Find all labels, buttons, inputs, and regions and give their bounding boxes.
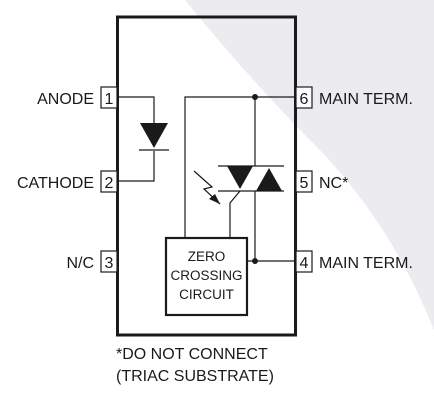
zero-crossing-line3: CIRCUIT xyxy=(179,287,234,302)
triac-right-icon xyxy=(256,168,282,191)
pin-number-1: 1 xyxy=(105,91,114,108)
pin-number-2: 2 xyxy=(105,175,114,192)
light-arrowhead xyxy=(209,194,220,204)
led-diode-icon xyxy=(140,123,168,148)
pin-number-4: 4 xyxy=(300,255,309,272)
footnote-line1: *DO NOT CONNECT xyxy=(116,346,268,363)
footnote-line2: (TRIAC SUBSTRATE) xyxy=(116,368,274,385)
background-watermark xyxy=(185,0,434,330)
triac-left-icon xyxy=(227,166,253,189)
junction-dot-top xyxy=(252,94,258,100)
pin-number-3: 3 xyxy=(105,255,114,272)
zero-crossing-line2: CROSSING xyxy=(170,268,242,283)
led-anode-wire xyxy=(117,96,155,123)
triac-gate-lead xyxy=(229,190,241,238)
zero-crossing-line1: ZERO xyxy=(188,249,226,264)
led-cathode-wire xyxy=(117,151,155,182)
pin-number-6: 6 xyxy=(300,91,309,108)
pin-box-3 xyxy=(100,250,118,273)
pin-label-nc-right: NC* xyxy=(319,175,348,192)
pin-number-5: 5 xyxy=(300,175,309,192)
pin-label-nc-left: N/C xyxy=(66,255,94,272)
pin-label-main-term-6: MAIN TERM. xyxy=(319,91,413,108)
main-term-6-wire xyxy=(184,96,296,238)
pin-label-cathode: CATHODE xyxy=(17,175,94,192)
zero-crossing-box xyxy=(164,236,249,317)
pin-label-anode: ANODE xyxy=(37,91,94,108)
pin-box-5 xyxy=(295,170,313,193)
junction-dot-bottom xyxy=(252,258,258,264)
pin-label-main-term-4: MAIN TERM. xyxy=(319,255,413,272)
